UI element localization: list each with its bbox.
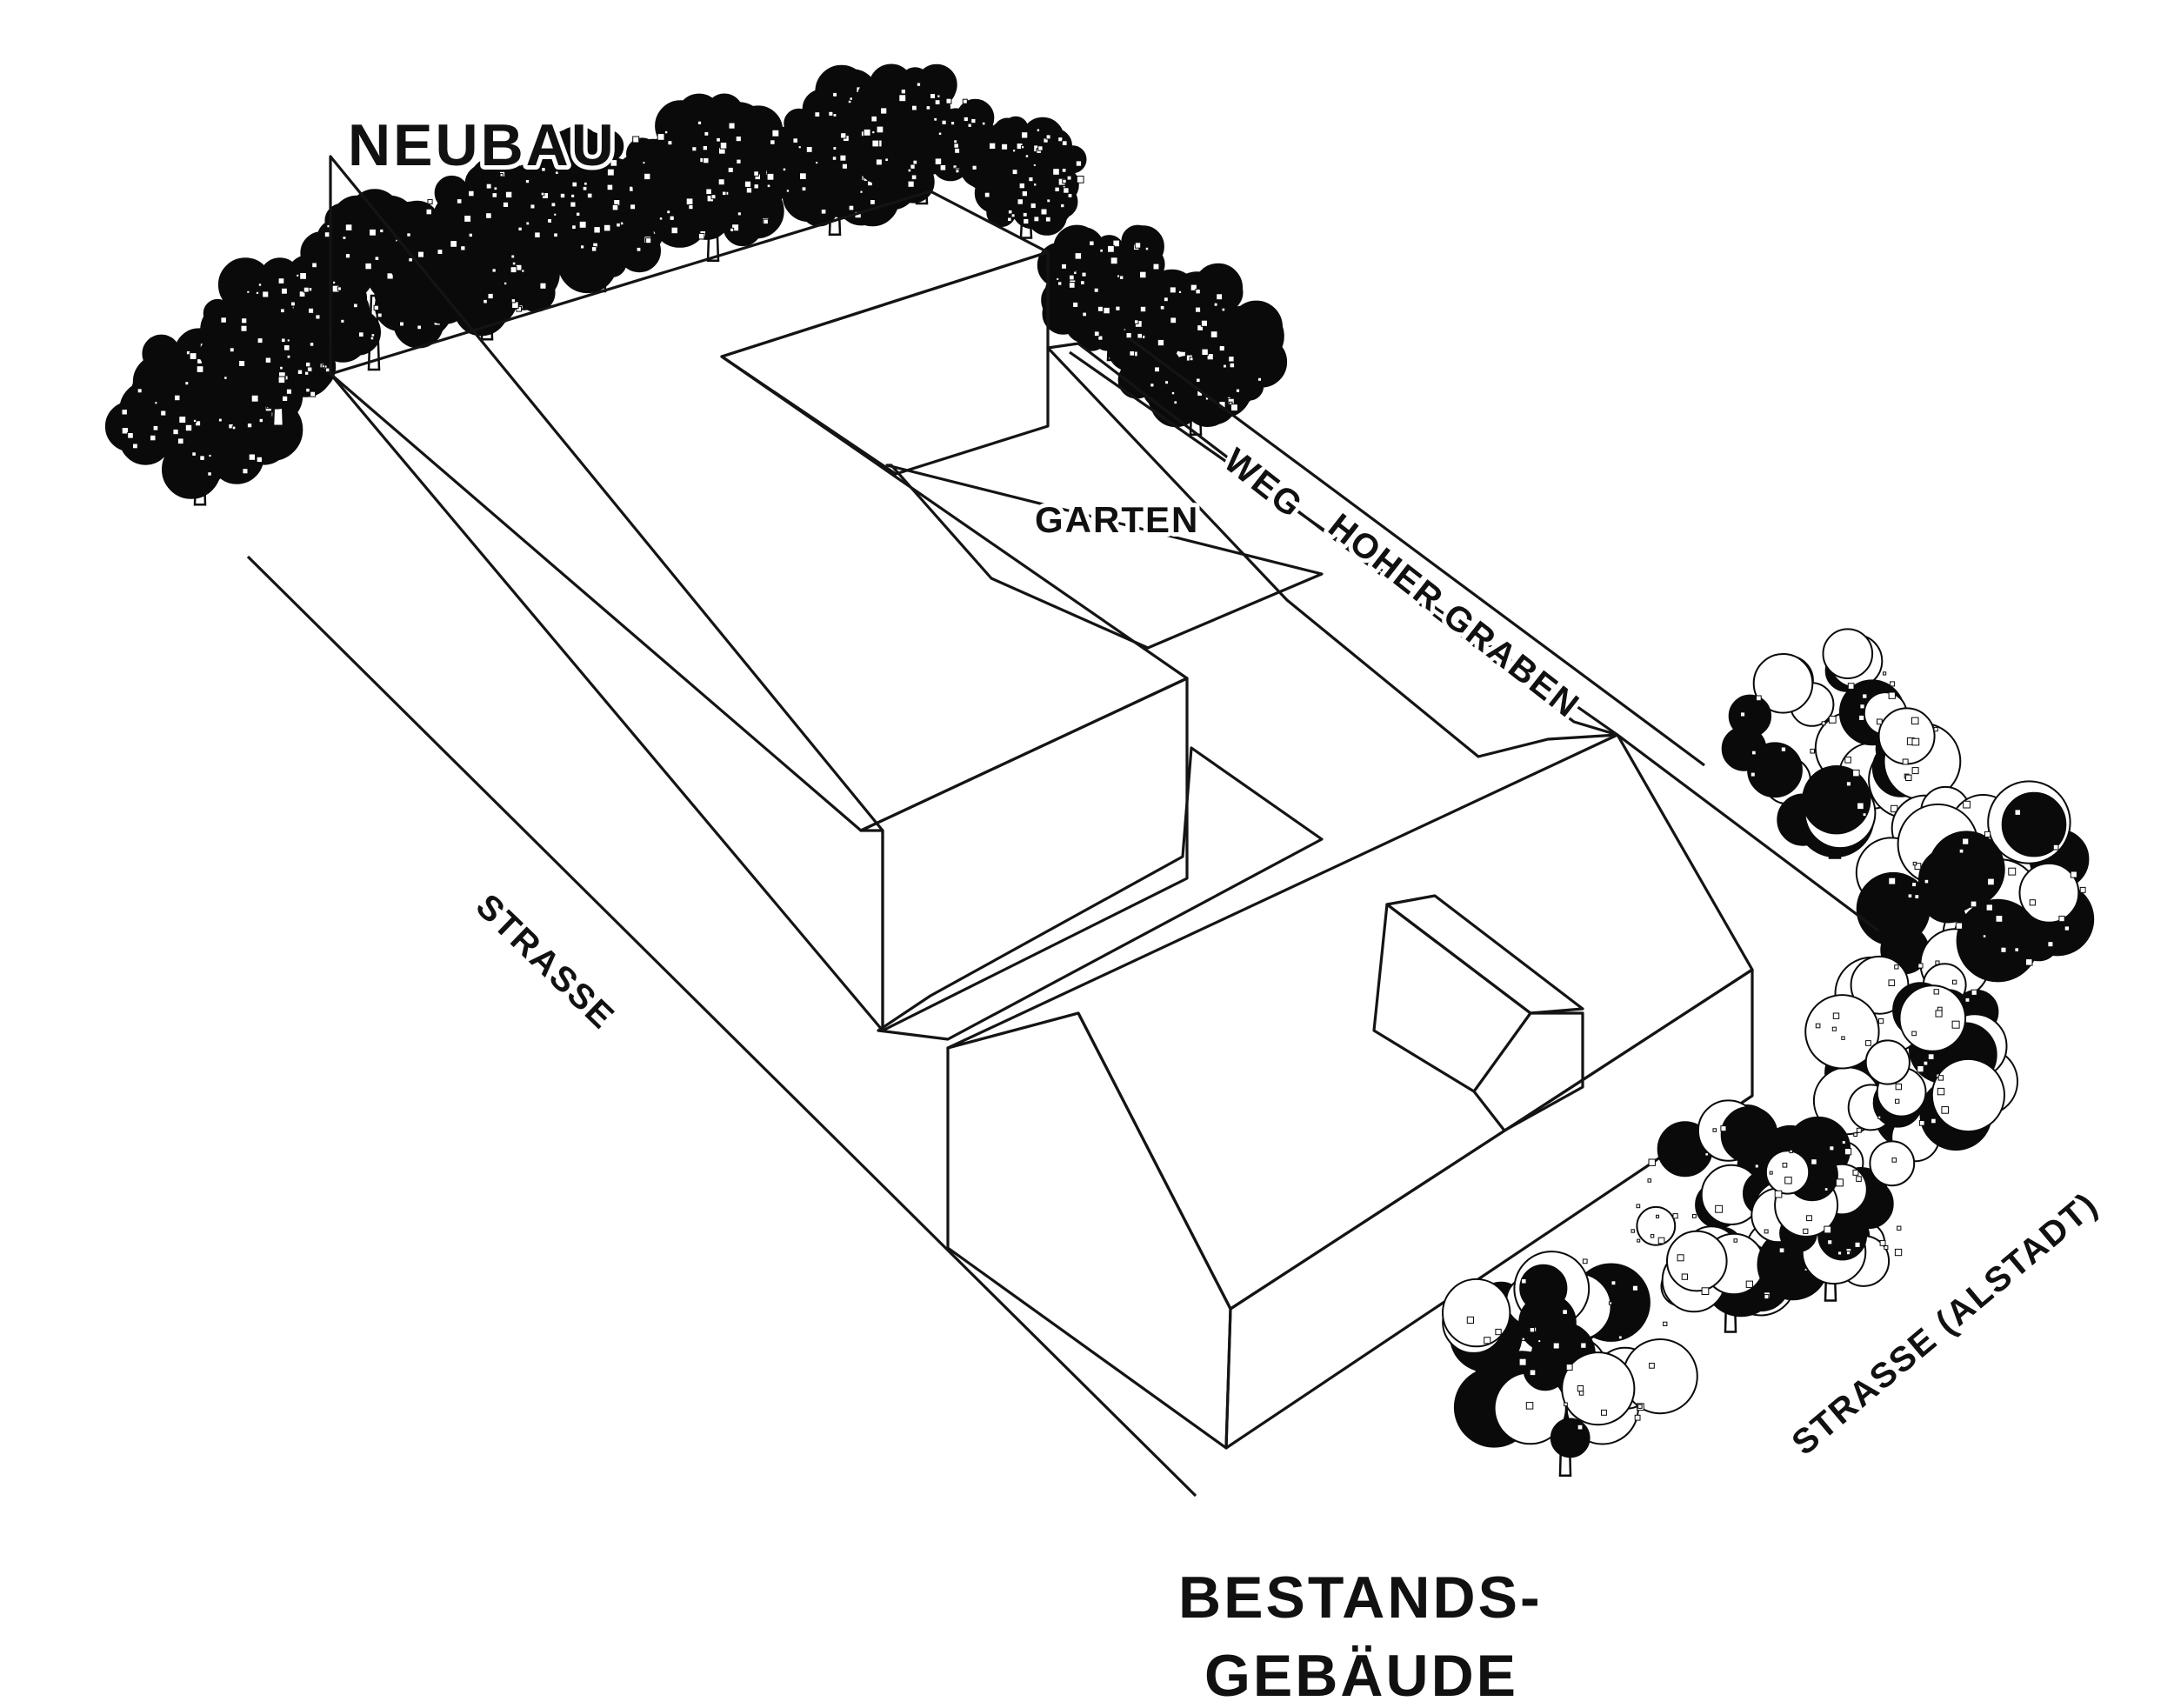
- tree-icon: [627, 93, 797, 262]
- tree-icon: [846, 63, 996, 205]
- tree-icon: [104, 328, 303, 506]
- garden-area: [885, 464, 1324, 650]
- tree-icon: [388, 156, 576, 341]
- neubau-building: [329, 155, 1189, 1032]
- bestand-dormer-front: [1472, 1011, 1584, 1132]
- neubau-wall-front: [859, 677, 1189, 1032]
- tree-icon: [1108, 263, 1288, 436]
- label-neubau: NEUBAU: [348, 112, 617, 178]
- bestand-dormer-side: [1372, 903, 1532, 1093]
- label-hoher-graben: HOHER GRABEN: [1321, 506, 1586, 725]
- tree-row-right-icon: [1721, 628, 2095, 1025]
- tree-icon: [1442, 1251, 1698, 1477]
- weg-edge-line-1: [1069, 350, 1618, 737]
- label-bestands-line1: BESTANDS-: [1178, 1565, 1543, 1631]
- courtyard-strip: [877, 746, 1324, 1041]
- neubau-wing-wall: [720, 250, 1050, 476]
- label-weg: WEG: [1217, 441, 1310, 525]
- weg-edge-line-2: [1130, 337, 1705, 767]
- bestand-gable-wall: [946, 1011, 1232, 1450]
- bestandsgebaeude-building: [946, 733, 1754, 1450]
- weg-path: [1046, 342, 1619, 758]
- label-bestands-line2: GEBÄUDE: [1204, 1643, 1518, 1708]
- tree-row-back-icon: [104, 63, 1288, 506]
- neubau-roof: [329, 190, 1189, 832]
- label-garten: GARTEN: [1035, 499, 1199, 540]
- tree-icon: [960, 116, 1087, 239]
- tree-icon: [1743, 1116, 1916, 1302]
- road-lines: [246, 337, 1879, 1498]
- bestand-roof-near: [946, 733, 1754, 1311]
- tree-icon: [1804, 955, 2019, 1172]
- ground-surfaces: [877, 342, 1619, 1041]
- label-strasse: STRASSE: [469, 887, 623, 1037]
- strasse-road-line: [246, 555, 1197, 1498]
- tree-row-front-icon: [1442, 955, 2019, 1477]
- bestand-dormer-roof: [1385, 894, 1584, 1015]
- altstadt-road-line: [1617, 733, 1879, 932]
- tree-icon: [1855, 780, 2095, 1025]
